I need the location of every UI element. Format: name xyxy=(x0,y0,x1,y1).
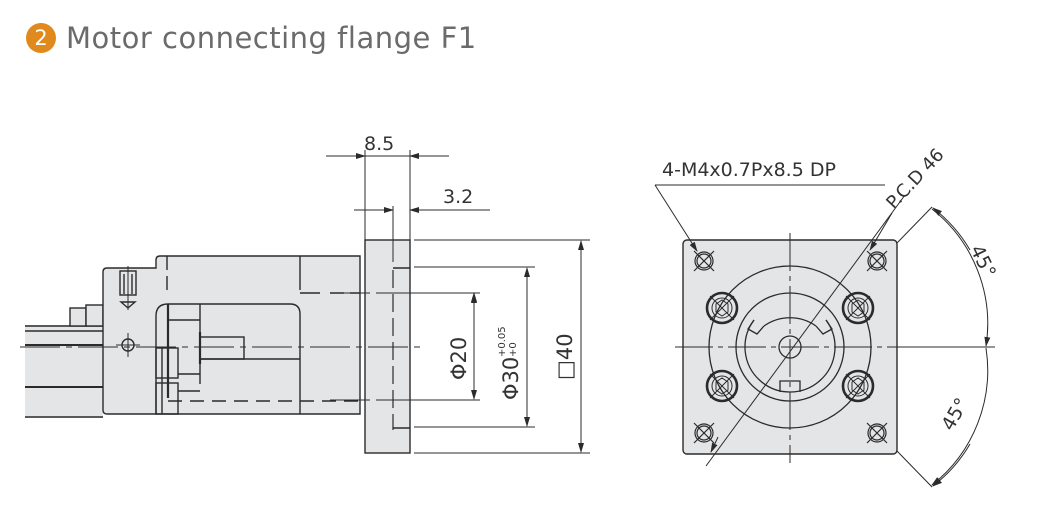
section-header: 2 Motor connecting flange F1 xyxy=(26,18,477,58)
leader-lines xyxy=(654,184,933,488)
dim-pilot-tol-upper: +0.05 xyxy=(497,326,508,357)
angle-arcs xyxy=(900,207,995,487)
counterbore-hole xyxy=(705,369,739,403)
actuator-body xyxy=(25,304,104,418)
front-view xyxy=(654,184,995,488)
tapped-hole xyxy=(693,250,715,272)
dim-spigot-depth: 3.2 xyxy=(443,186,473,208)
adapter-block xyxy=(102,255,361,415)
dim-pilot-tol-lower: +0 xyxy=(508,342,519,357)
counterbore-holes xyxy=(705,291,875,403)
counterbore-hole xyxy=(705,291,739,325)
extension-lines xyxy=(364,150,590,454)
counterbore-hole xyxy=(841,369,875,403)
angle-label-lower: 45° xyxy=(937,394,973,434)
tapped-hole xyxy=(866,422,888,444)
angle-label-upper: 45° xyxy=(966,242,1001,282)
tap-callout: 4-M4x0.7Px8.5 DP xyxy=(662,159,836,181)
flange-plate xyxy=(364,206,411,454)
dim-bore: Φ20 xyxy=(447,337,471,380)
counterbore-hole xyxy=(841,291,875,325)
tapped-holes xyxy=(693,250,888,444)
dim-pilot: Φ30 +0.05 +0 xyxy=(497,326,523,400)
section-number-badge: 2 xyxy=(26,23,56,53)
side-view xyxy=(20,150,590,454)
dim-pilot-value: Φ30 xyxy=(499,357,523,400)
tapped-hole xyxy=(866,250,888,272)
dim-flange-width: 8.5 xyxy=(364,133,394,155)
tapped-hole xyxy=(693,422,715,444)
dimension-lines xyxy=(326,153,584,453)
pcd-label: P.C.D 46 xyxy=(882,145,948,214)
section-title: Motor connecting flange F1 xyxy=(66,21,477,55)
dim-square: □40 xyxy=(553,333,577,380)
